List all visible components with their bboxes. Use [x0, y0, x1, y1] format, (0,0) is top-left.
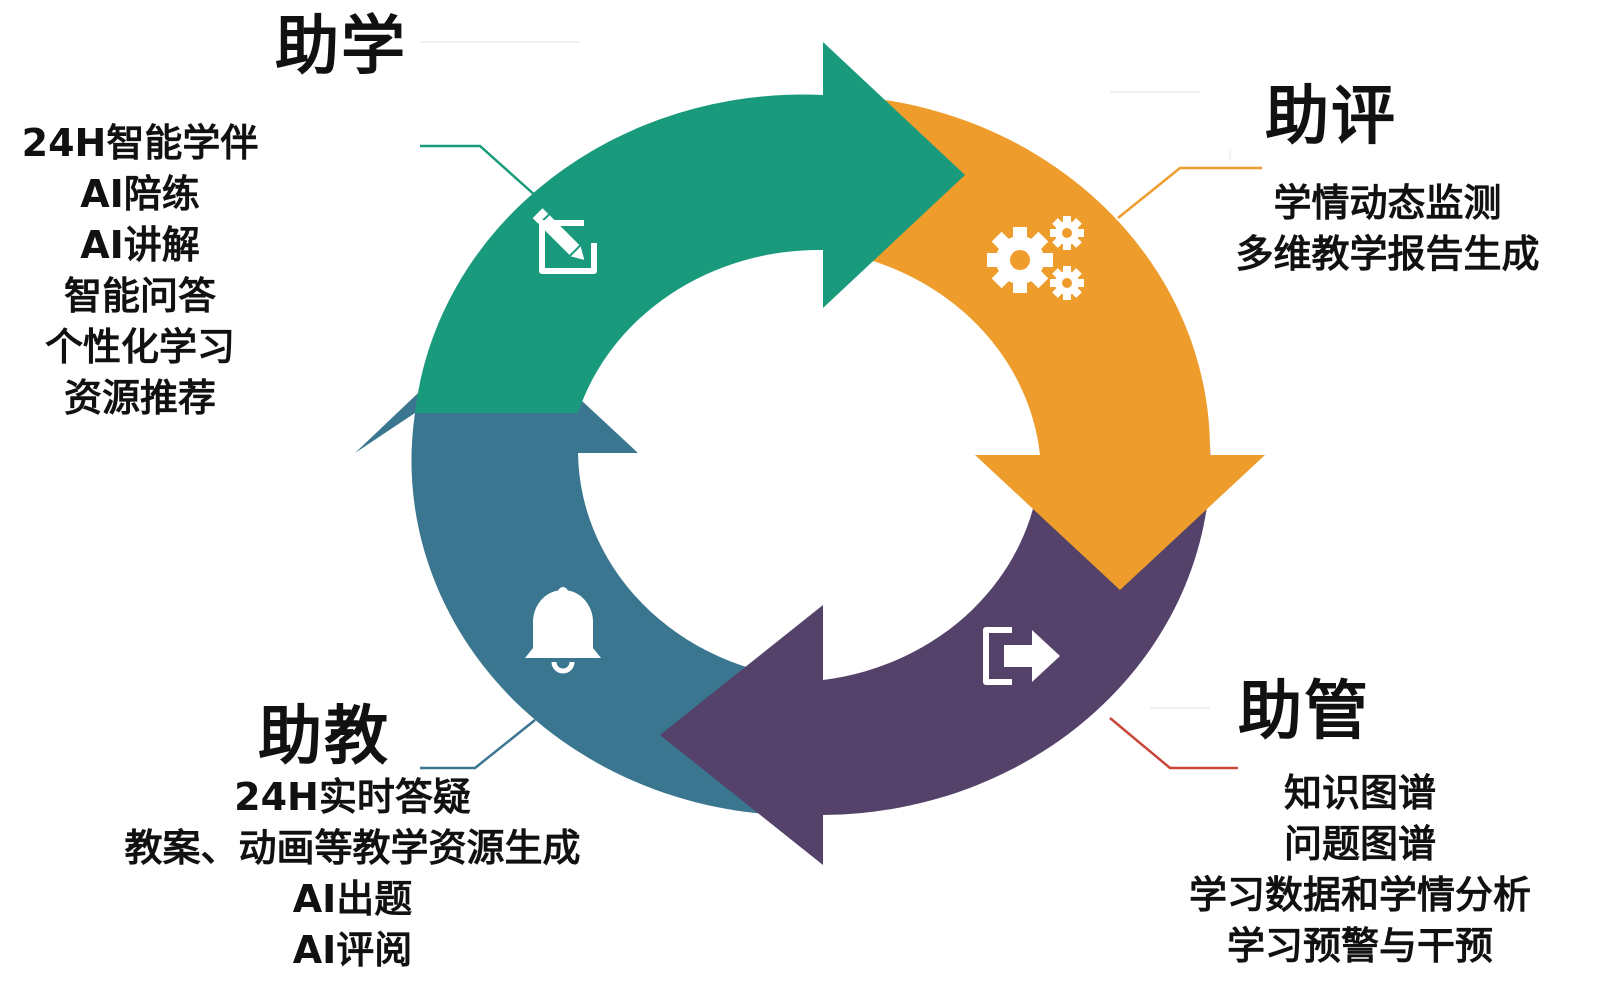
learn-item: AI陪练 [80, 172, 200, 216]
learn-item: 个性化学习 [44, 325, 235, 369]
cycle-segment-teach [355, 320, 823, 816]
manage-item: 知识图谱 [1283, 771, 1436, 815]
learn-item: 智能问答 [63, 274, 216, 318]
teach-item: AI评阅 [292, 928, 413, 972]
learn-item: 资源推荐 [63, 376, 216, 420]
learn-item: AI讲解 [80, 223, 200, 267]
manage-title: 助管 [1238, 675, 1370, 749]
teach-title: 助教 [258, 700, 390, 774]
connector-line-manage [1109, 717, 1238, 770]
learn-title: 助学 [275, 10, 407, 84]
connector-line-learn [420, 144, 538, 198]
teach-item: 24H实时答疑 [234, 775, 471, 819]
assess-item: 多维教学报告生成 [1235, 232, 1540, 276]
connector-line-assess [1117, 166, 1262, 219]
edit-icon [532, 208, 597, 274]
cycle-segment-learn [415, 42, 965, 413]
learn-item: 24H智能学伴 [21, 121, 259, 165]
teach-item: 教案、动画等教学资源生成 [124, 826, 581, 870]
teach-item: AI出题 [292, 877, 413, 921]
bell-icon [525, 587, 601, 674]
cycle-segment-assess [823, 95, 1265, 590]
teach-items: 24H实时答疑 教案、动画等教学资源生成 AI出题 AI评阅 [80, 772, 625, 976]
manage-item: 学习预警与干预 [1226, 924, 1493, 968]
faint-guide-lines [420, 41, 1231, 709]
manage-items: 知识图谱 问题图谱 学习数据和学情分析 学习预警与干预 [1150, 768, 1570, 972]
manage-item: 问题图谱 [1283, 822, 1436, 866]
assess-item: 学情动态监测 [1273, 181, 1502, 225]
exit-arrow-icon [983, 627, 1060, 685]
gears-icon [987, 216, 1084, 300]
manage-item: 学习数据和学情分析 [1188, 873, 1531, 917]
assess-title: 助评 [1265, 80, 1397, 154]
assess-items: 学情动态监测 多维教学报告生成 [1205, 178, 1570, 280]
cycle-segment-manage [660, 445, 1211, 865]
connector-line-teach [420, 719, 536, 770]
learn-items: 24H智能学伴 AI陪练 AI讲解 智能问答 个性化学习 资源推荐 [0, 118, 280, 424]
